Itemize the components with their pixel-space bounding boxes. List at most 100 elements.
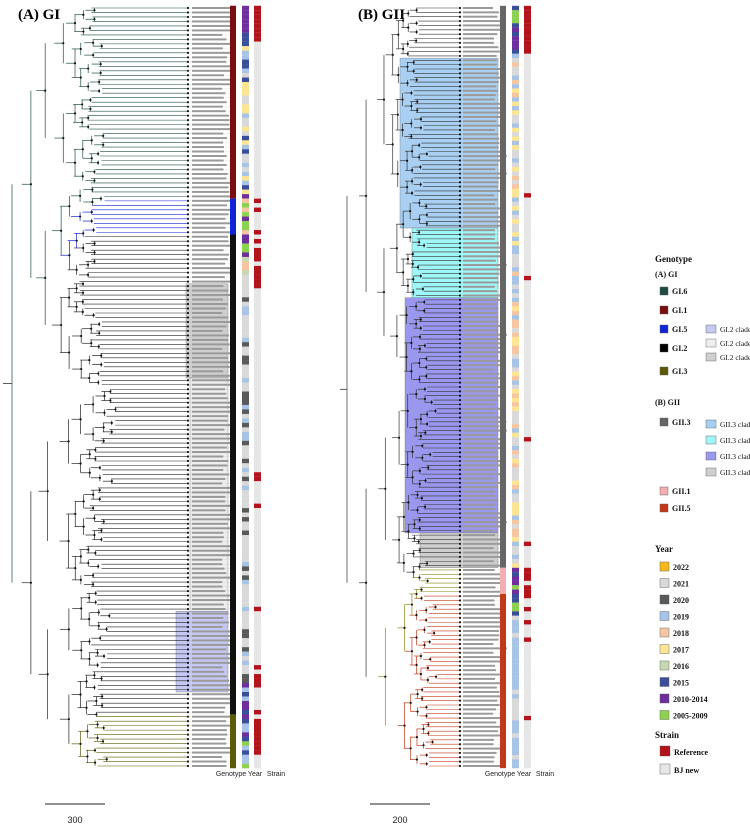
- a-year-cell: [242, 548, 249, 554]
- b-year-cell: [512, 306, 519, 311]
- b-tip-label: [463, 616, 502, 619]
- panel-a-title: (A) GI: [18, 7, 60, 23]
- b-node: [458, 24, 462, 27]
- b-tip-label: [463, 355, 498, 358]
- b-tip-label: [463, 730, 498, 733]
- b-node: [458, 163, 462, 166]
- a-year-cell: [242, 342, 249, 347]
- a-tip-label: [192, 56, 228, 59]
- b-year-cell: [512, 132, 519, 137]
- a-tip-label: [192, 38, 227, 41]
- b-node: [396, 172, 399, 176]
- b-node: [419, 418, 423, 421]
- a-year-cell: [242, 167, 249, 172]
- a-node: [93, 674, 96, 677]
- b-node: [458, 250, 462, 254]
- b-year-cell: [512, 563, 519, 568]
- a-node: [186, 316, 190, 319]
- a-strain-cell: [254, 647, 261, 652]
- a-node: [96, 651, 99, 654]
- a-strain-cell: [254, 736, 261, 742]
- a-strain-cell: [254, 135, 261, 141]
- a-strain-cell: [254, 508, 261, 513]
- a-node: [95, 699, 98, 703]
- legend-year-swatch-1: [659, 578, 670, 588]
- b-node: [422, 727, 425, 731]
- b-strain-cell: [524, 5, 531, 11]
- a-node: [186, 585, 190, 588]
- b-tip-label: [463, 386, 501, 388]
- a-node: [102, 143, 105, 146]
- b-year-cell: [512, 437, 519, 442]
- a-tip-label: [192, 451, 231, 454]
- b-tip-label: [463, 734, 506, 737]
- a-tip-label: [192, 172, 228, 175]
- b-node: [406, 52, 409, 55]
- b-tip-label: [463, 420, 507, 423]
- b-node: [402, 561, 406, 564]
- b-node: [458, 364, 462, 367]
- b-node: [458, 155, 462, 158]
- a-node: [186, 311, 190, 315]
- a-node: [186, 11, 190, 14]
- b-tip-label: [463, 338, 507, 341]
- a-tip-label: [192, 276, 225, 279]
- a-node: [29, 183, 32, 186]
- a-tip-label: [192, 500, 226, 503]
- a-node: [186, 87, 190, 90]
- b-node: [458, 625, 462, 628]
- b-node: [384, 487, 387, 490]
- b-tip-label: [463, 725, 505, 728]
- a-year-cell: [242, 660, 249, 666]
- a-strain-cell: [254, 548, 261, 554]
- b-strain-cell: [524, 136, 531, 141]
- a-node: [186, 222, 190, 225]
- a-tip-label: [192, 168, 224, 171]
- a-node: [81, 282, 85, 285]
- legend-gii3-label-0: GII.3: [672, 418, 690, 427]
- b-strain-cell: [524, 214, 531, 220]
- a-year-cell: [242, 212, 249, 217]
- legend-year-swatch-3: [659, 611, 670, 621]
- b-year-cell: [512, 354, 519, 359]
- a-tip-label: [192, 756, 223, 759]
- a-node: [186, 657, 190, 660]
- b-node: [421, 688, 424, 691]
- b-year-cell: [512, 249, 519, 255]
- b-node: [411, 476, 414, 479]
- a-tip-label: [192, 464, 228, 467]
- b-year-cell: [512, 53, 519, 59]
- b-tip-label: [463, 634, 500, 637]
- b-year-cell: [512, 428, 519, 433]
- b-tip-label: [463, 490, 496, 493]
- a-strain-cell: [254, 333, 261, 338]
- b-node: [425, 152, 428, 156]
- a-node: [91, 403, 95, 406]
- a-node: [186, 105, 190, 108]
- b-node: [425, 714, 428, 718]
- a-tip-label: [192, 374, 236, 377]
- b-node: [458, 107, 462, 110]
- a-year-cell: [242, 113, 249, 118]
- a-tip-label: [192, 724, 234, 727]
- legend-year-swatch-4: [659, 627, 670, 638]
- b-year-cell: [512, 663, 519, 669]
- a-strain-cell: [254, 158, 261, 163]
- b-strain-cell: [524, 450, 531, 455]
- a-strain-cell: [254, 77, 261, 83]
- a-strain-cell: [254, 517, 261, 522]
- legend-year-label-8: 2010-2014: [673, 695, 708, 704]
- a-tip-label: [192, 603, 224, 606]
- a-node: [186, 522, 190, 525]
- a-year-cell: [242, 387, 249, 392]
- a-node: [67, 718, 70, 721]
- b-year-cell: [512, 441, 519, 446]
- a-year-cell: [242, 696, 249, 702]
- a-node: [186, 240, 190, 243]
- a-tip-label: [192, 159, 224, 162]
- b-node: [458, 446, 462, 450]
- a-year-cell: [242, 445, 249, 450]
- a-tip-label: [192, 522, 228, 525]
- a-node: [186, 482, 190, 485]
- b-strain-cell: [524, 559, 531, 564]
